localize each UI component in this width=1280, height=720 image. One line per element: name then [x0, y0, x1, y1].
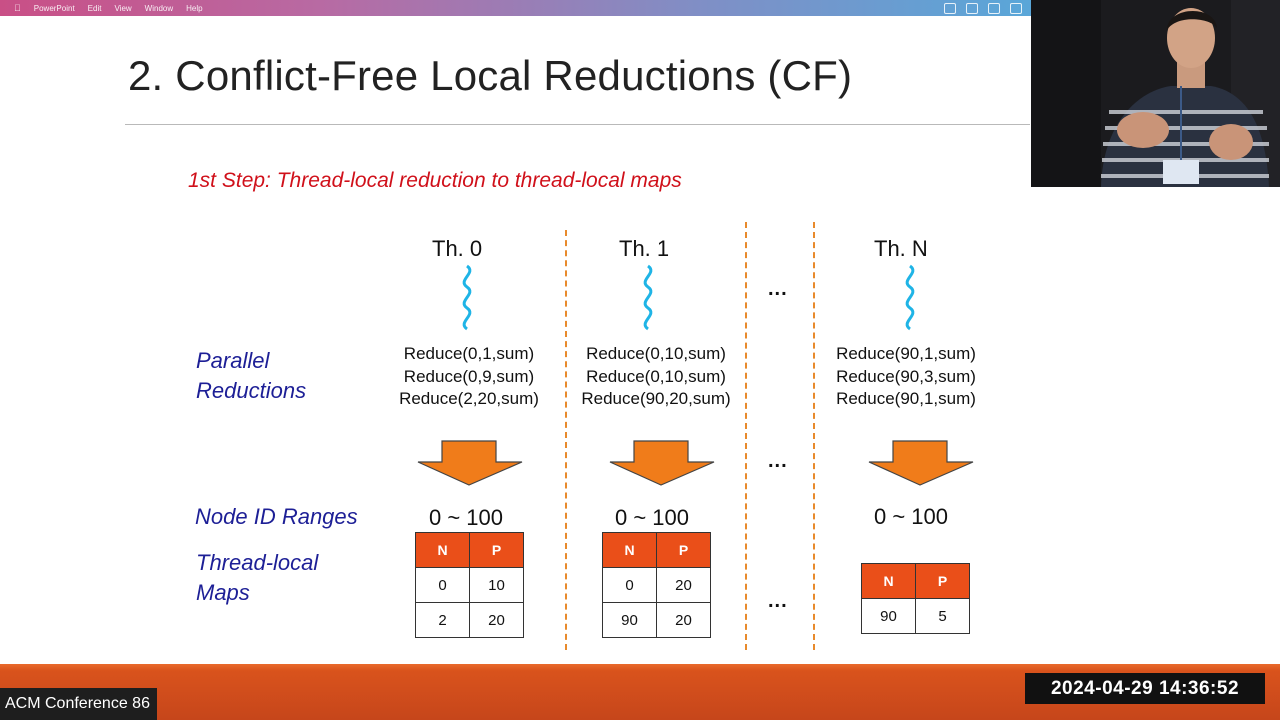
thread-local-map: N P 90 5: [861, 563, 970, 634]
map-header-n: N: [415, 532, 470, 568]
slide-title: 2. Conflict-Free Local Reductions (CF): [128, 52, 853, 99]
map-header-n: N: [861, 563, 916, 599]
apple-icon[interactable]: : [14, 3, 21, 13]
parallel-label-line2: Reductions: [196, 378, 307, 403]
reduce-calls: Reduce(90,1,sum) Reduce(90,3,sum) Reduce…: [824, 343, 988, 411]
node-id-ranges-label: Node ID Ranges: [195, 504, 358, 529]
status-tray: [944, 3, 1022, 14]
reduce-call: Reduce(0,10,sum): [586, 344, 726, 363]
map-header-p: P: [469, 532, 524, 568]
node-id-range: 0 ~ 100: [429, 505, 504, 530]
map-cell: 0: [602, 567, 657, 603]
table-row: 90 20: [602, 602, 711, 638]
thread-label: Th. N: [874, 236, 928, 261]
speaker-webcam: [1031, 0, 1280, 187]
map-cell: 5: [915, 598, 970, 634]
menu-app-name[interactable]: PowerPoint: [27, 3, 75, 13]
menu-help[interactable]: Help: [179, 3, 202, 13]
slide-canvas: 2. Conflict-Free Local Reductions (CF) 1…: [0, 16, 1030, 664]
thread-wave-icon: [462, 264, 472, 331]
map-header-p: P: [915, 563, 970, 599]
table-row: 0 10: [415, 567, 524, 603]
parallel-label-line1: Parallel: [196, 348, 270, 373]
timestamp-overlay: 2024-04-29 14:36:52: [1025, 673, 1265, 704]
ellipsis: ...: [768, 590, 788, 612]
map-cell: 10: [469, 567, 524, 603]
map-cell: 20: [469, 602, 524, 638]
ellipsis: ...: [768, 278, 788, 300]
settings-icon[interactable]: [988, 3, 1000, 14]
down-arrow-icon: [417, 440, 523, 486]
thread-divider: [745, 222, 747, 650]
menu-bar:  PowerPoint Edit View Window Help: [0, 0, 1280, 16]
reduce-call: Reduce(0,10,sum): [586, 366, 726, 386]
node-id-range: 0 ~ 100: [615, 505, 690, 530]
title-divider: [125, 124, 1030, 125]
reduce-calls: Reduce(0,10,sum) Reduce(0,10,sum) Reduce…: [568, 343, 744, 411]
map-header-n: N: [602, 532, 657, 568]
reduce-call: Reduce(2,20,sum): [399, 389, 539, 408]
maps-label-line2: Maps: [196, 580, 250, 605]
thread-wave-icon: [643, 264, 653, 331]
thread-divider: [813, 222, 815, 650]
map-cell: 20: [656, 567, 711, 603]
table-row: 0 20: [602, 567, 711, 603]
map-cell: 90: [602, 602, 657, 638]
thread-local-maps-label: Thread-local Maps: [196, 548, 318, 608]
reduce-call: Reduce(0,9,sum): [403, 366, 535, 386]
map-cell: 0: [415, 567, 470, 603]
reduce-call: Reduce(0,1,sum): [403, 344, 535, 363]
reduce-call: Reduce(90,3,sum): [836, 366, 976, 386]
menu-window[interactable]: Window: [137, 3, 173, 13]
menu-view[interactable]: View: [107, 3, 131, 13]
map-cell: 20: [656, 602, 711, 638]
node-id-range: 0 ~ 100: [874, 504, 949, 529]
down-arrow-icon: [609, 440, 715, 486]
maps-label-line1: Thread-local: [196, 550, 319, 575]
reduce-call: Reduce(90,20,sum): [581, 389, 731, 408]
thread-label: Th. 1: [619, 236, 670, 261]
conference-label: ACM Conference 86: [0, 688, 157, 720]
thread-wave-icon: [905, 264, 915, 331]
map-cell: 90: [861, 598, 916, 634]
down-arrow-icon: [868, 440, 974, 486]
menu-edit[interactable]: Edit: [80, 3, 102, 13]
map-cell: 2: [415, 602, 470, 638]
thread-divider: [565, 230, 567, 650]
step-heading: 1st Step: Thread-local reduction to thre…: [188, 169, 682, 192]
map-header-p: P: [656, 532, 711, 568]
table-row: 2 20: [415, 602, 524, 638]
thread-local-map: N P 0 20 90 20: [602, 532, 711, 638]
parallel-reductions-label: Parallel Reductions: [196, 346, 306, 406]
ellipsis: ...: [768, 450, 788, 472]
display-icon[interactable]: [1010, 3, 1022, 14]
thread-label: Th. 0: [432, 236, 483, 261]
table-row: 90 5: [861, 598, 970, 634]
thread-local-map: N P 0 10 2 20: [415, 532, 524, 638]
speaker-video-image: [1031, 0, 1280, 187]
reduce-call: Reduce(90,1,sum): [836, 344, 976, 363]
reduce-call: Reduce(90,1,sum): [836, 389, 976, 408]
folder-icon[interactable]: [944, 3, 956, 14]
window-icon[interactable]: [966, 3, 978, 14]
reduce-calls: Reduce(0,1,sum) Reduce(0,9,sum) Reduce(2…: [388, 343, 550, 411]
